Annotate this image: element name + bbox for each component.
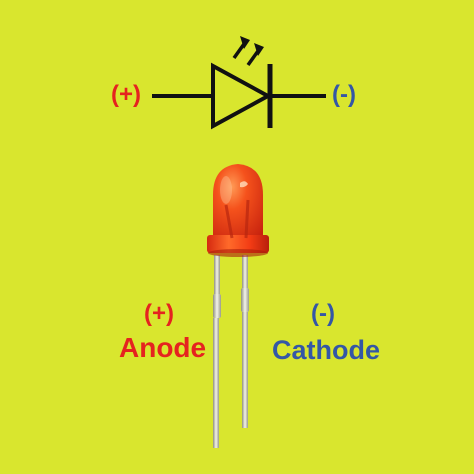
led-flange (207, 235, 269, 253)
symbol-anode-polarity-label: (+) (111, 81, 141, 108)
light-emission-arrows-icon (232, 36, 264, 67)
anode-lead (213, 255, 221, 448)
diode-triangle (211, 62, 273, 130)
led-body (213, 164, 263, 240)
cathode-polarity-label: (-) (311, 300, 335, 327)
symbol-cathode-polarity-label: (-) (332, 81, 356, 108)
anode-label: Anode (119, 332, 207, 363)
cathode-lead (241, 255, 249, 428)
led-component-photo (207, 164, 269, 448)
led-schematic-symbol (152, 36, 326, 130)
anode-polarity-label: (+) (144, 300, 174, 327)
cathode-label: Cathode (272, 335, 380, 365)
